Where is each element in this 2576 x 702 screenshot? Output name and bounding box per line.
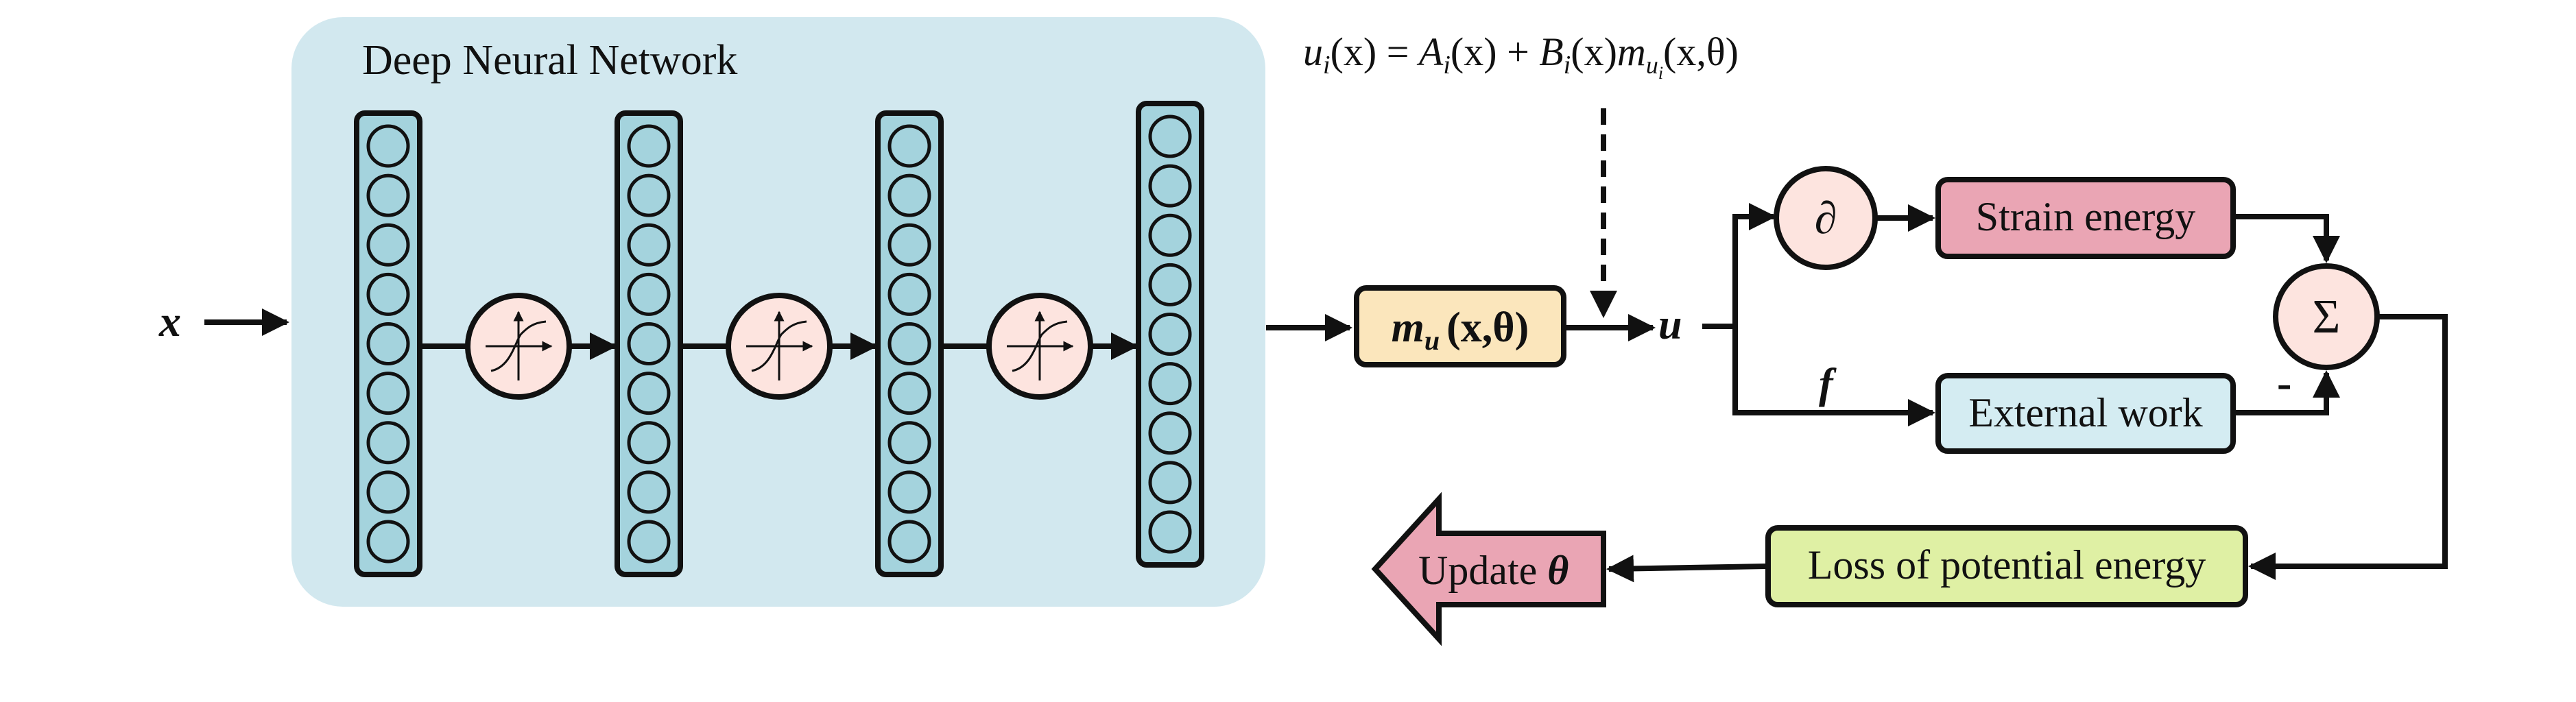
sum-to-loss-arrow <box>2248 314 2448 580</box>
neuron <box>627 372 671 415</box>
partial-symbol: ∂ <box>1815 193 1837 243</box>
neuron <box>887 372 931 415</box>
neuron <box>887 272 931 316</box>
neuron <box>366 173 410 217</box>
update-arrow-shape <box>1371 492 1606 646</box>
neuron <box>887 173 931 217</box>
f-label: f <box>1819 361 1837 407</box>
neuron <box>1148 114 1192 158</box>
branch-lower <box>1732 326 1935 426</box>
neuron <box>627 223 671 267</box>
neuron <box>366 124 410 168</box>
strain-to-sum-arrow <box>2234 214 2340 263</box>
neuron <box>887 520 931 564</box>
neuron <box>1148 461 1192 505</box>
dnn-title: Deep Neural Network <box>362 37 737 84</box>
loss-label: Loss of potential energy <box>1808 542 2206 588</box>
sum-symbol: Σ <box>2313 291 2341 343</box>
external-work-box <box>1935 373 2236 454</box>
external-to-sum-arrow <box>2234 370 2340 415</box>
network-layers <box>354 101 1204 577</box>
neuron <box>366 421 410 465</box>
activation-function-icon <box>986 293 1093 400</box>
neuron <box>887 124 931 168</box>
loss-to-update-arrow <box>1606 555 1767 583</box>
neuron <box>627 173 671 217</box>
strain-energy-label: Strain energy <box>1976 194 2195 239</box>
neuron <box>366 520 410 564</box>
neuron <box>1148 411 1192 455</box>
neuron <box>887 421 931 465</box>
loss-box <box>1765 525 2248 607</box>
neuron <box>627 470 671 514</box>
neuron <box>627 322 671 365</box>
activations <box>420 293 1138 400</box>
mu-box-label: mu(x,θ) <box>1392 304 1529 356</box>
external-work-label: External work <box>1968 390 2203 435</box>
neuron <box>366 322 410 365</box>
formula: ui(x) = Ai(x) + Bi(x)mui(x,θ) <box>1303 29 1739 83</box>
neuron <box>627 272 671 316</box>
neuron <box>887 470 931 514</box>
neuron <box>627 520 671 564</box>
neuron <box>366 372 410 415</box>
neuron <box>1148 362 1192 406</box>
mu-box <box>1354 285 1566 367</box>
partial-node <box>1774 166 1878 270</box>
neuron <box>366 470 410 514</box>
neuron <box>1148 263 1192 306</box>
minus-sign: - <box>2277 359 2291 407</box>
branch-upper <box>1702 203 1776 329</box>
neuron <box>887 223 931 267</box>
neuron <box>887 322 931 365</box>
input-label: x <box>158 297 181 346</box>
neuron <box>1148 164 1192 208</box>
neuron <box>627 421 671 465</box>
strain-energy-box <box>1935 177 2236 259</box>
update-label: Update θ <box>1418 548 1569 593</box>
activation-function-icon <box>465 293 572 400</box>
activation-function-icon <box>726 293 833 400</box>
neuron <box>1148 213 1192 257</box>
neuron <box>1148 510 1192 554</box>
neuron <box>627 124 671 168</box>
neuron <box>366 272 410 316</box>
u-label: u <box>1658 302 1682 348</box>
neuron <box>1148 313 1192 356</box>
neuron <box>366 223 410 267</box>
